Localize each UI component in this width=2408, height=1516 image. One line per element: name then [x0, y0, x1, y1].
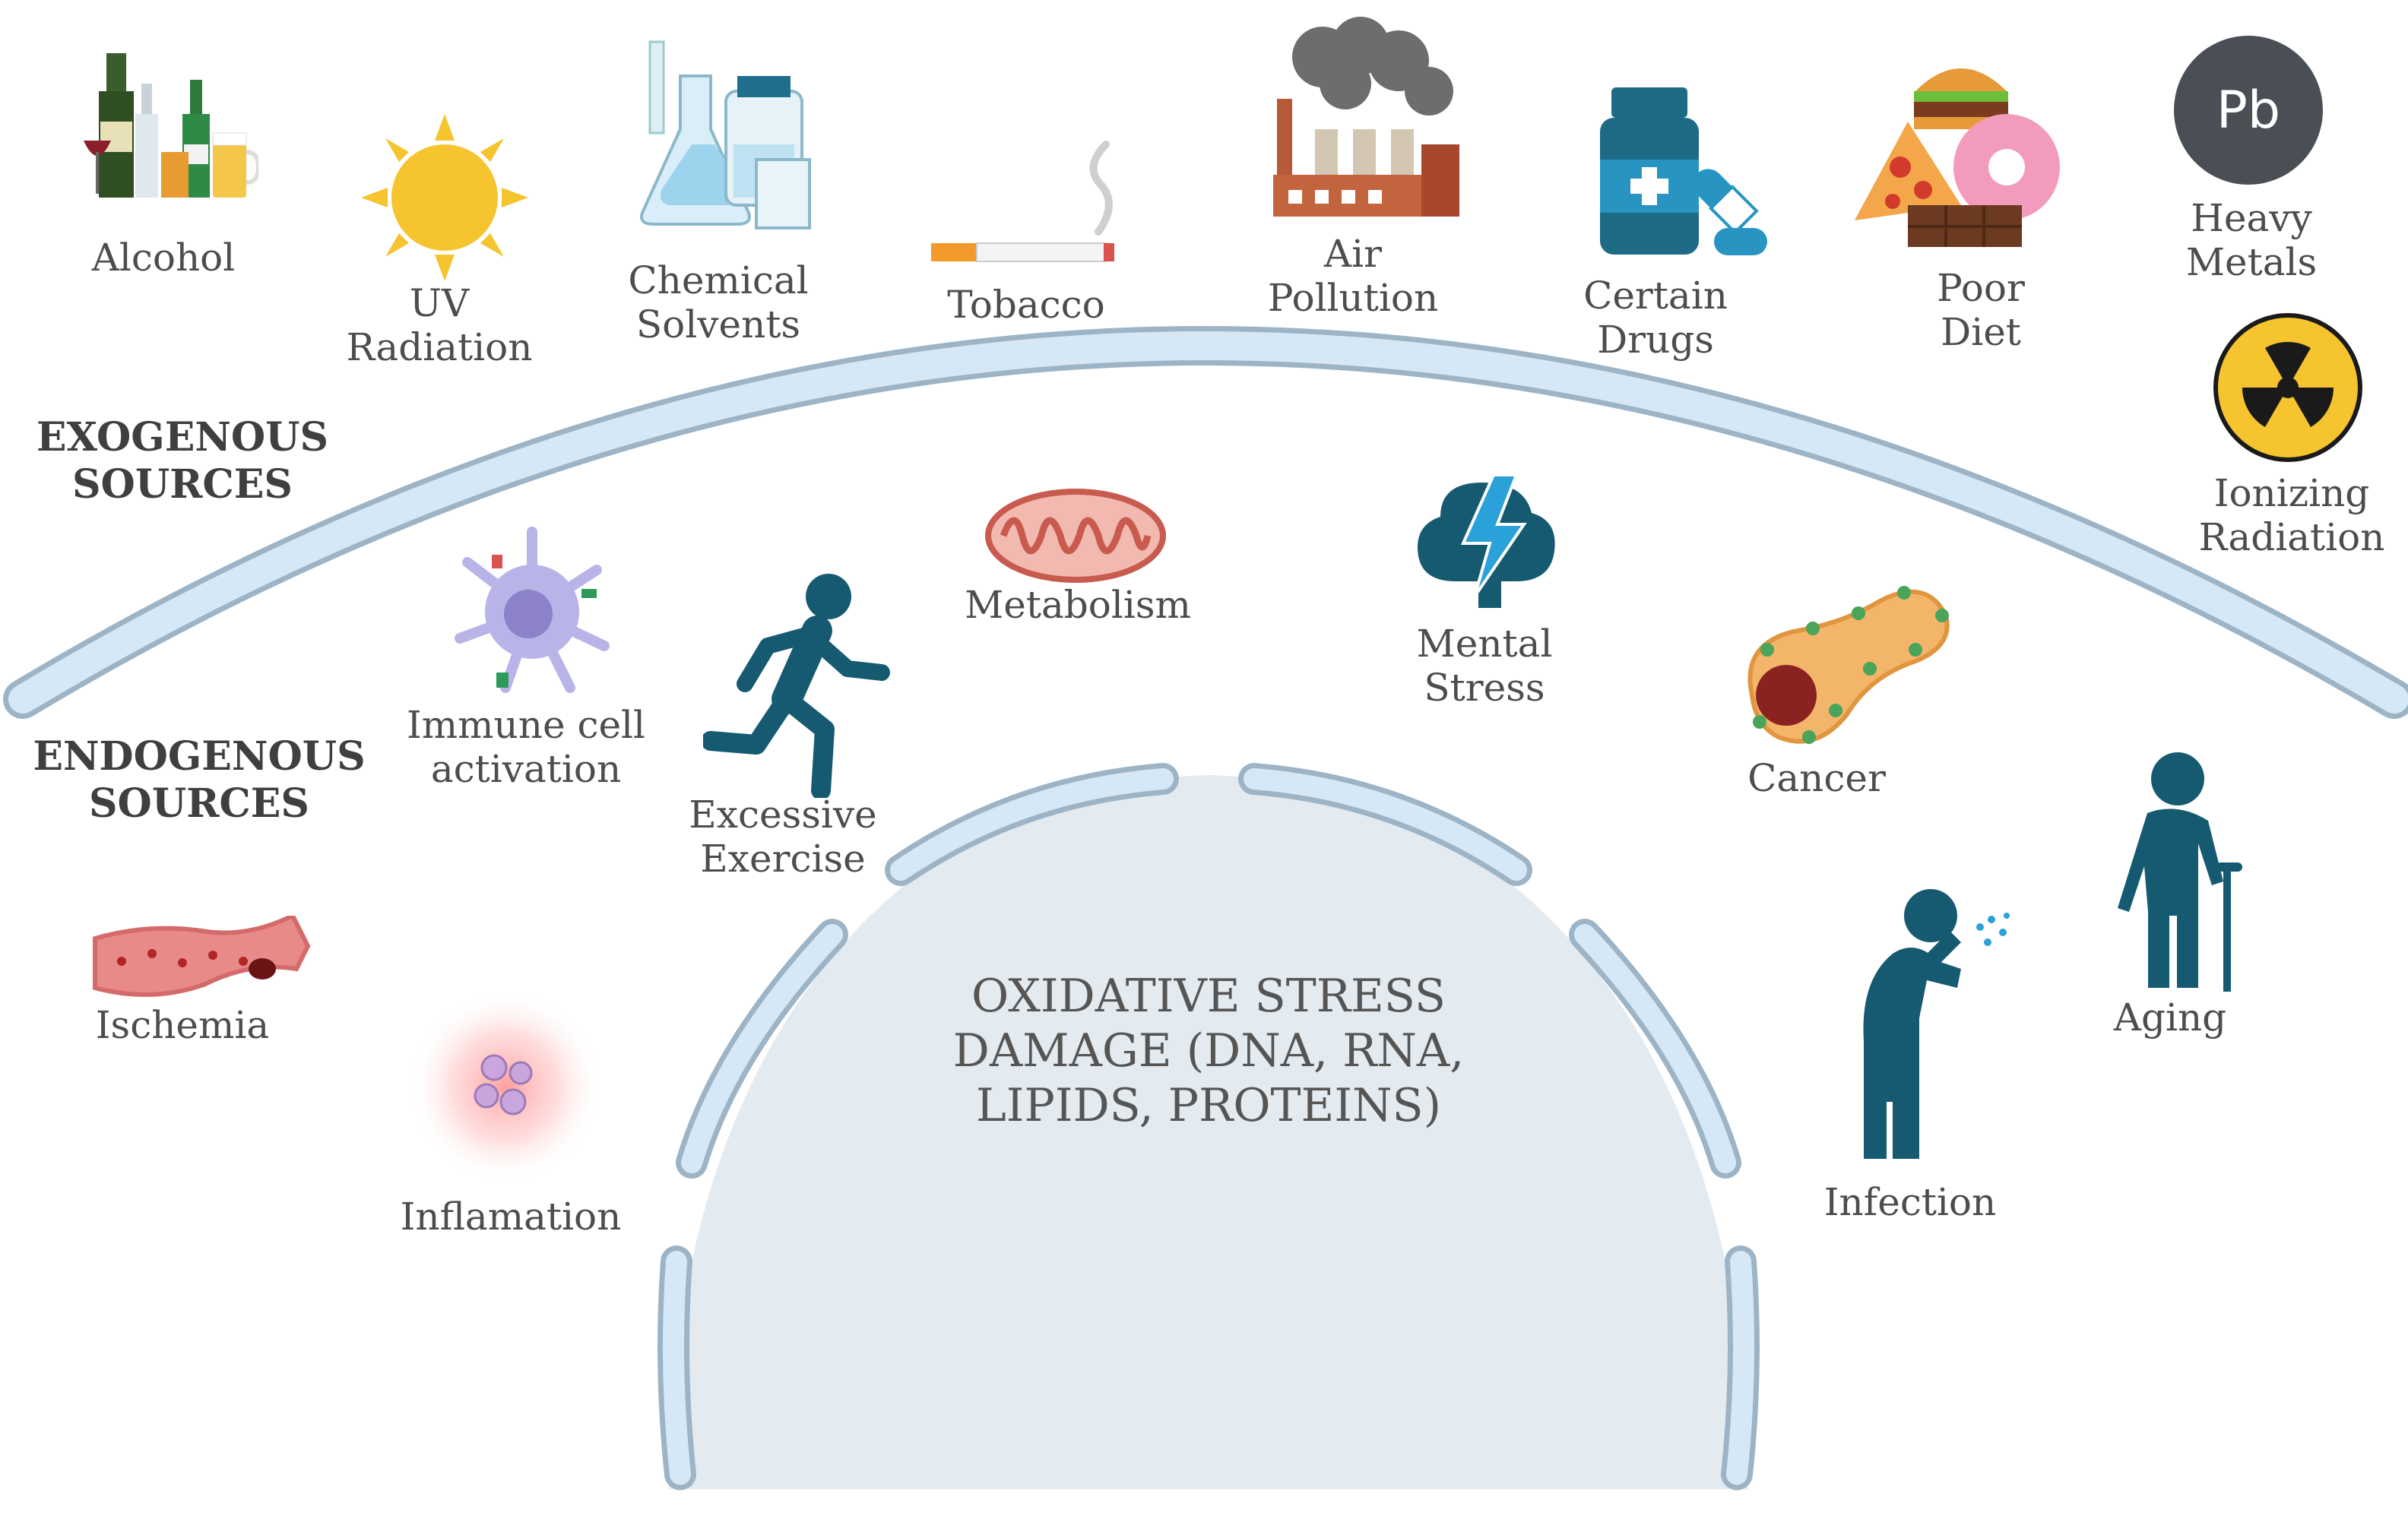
radiation-symbol-icon — [2213, 313, 2362, 462]
sun-icon — [361, 114, 528, 281]
metabolism-label: Metabolism — [965, 583, 1191, 627]
mitochondrion-icon — [985, 489, 1166, 583]
aging-label: Aging — [2113, 995, 2227, 1040]
nucleus — [669, 775, 1748, 1489]
brain-lightning-icon — [1418, 473, 1555, 608]
immune-cell-icon — [455, 527, 610, 693]
junk-food-icon — [1855, 68, 2060, 247]
pancreas-tumor-icon — [1747, 586, 1950, 744]
coughing-person-icon — [1863, 889, 2010, 1159]
inflamed-cells-icon — [408, 989, 603, 1184]
medicine-bottle-icon — [1600, 87, 1767, 255]
cigarette-icon — [931, 141, 1114, 262]
lead-element-icon: Pb — [2174, 36, 2323, 185]
nuclear-envelope — [657, 763, 1760, 1490]
inflamation-label: Inflamation — [400, 1195, 622, 1239]
infection-label: Infection — [1823, 1180, 1997, 1224]
blood-vessel-icon — [93, 916, 311, 997]
cancer-label: Cancer — [1747, 756, 1886, 800]
ischemia-label: Ischemia — [95, 1003, 270, 1047]
svg-text:Pb: Pb — [2216, 81, 2280, 141]
alcohol-label: Alcohol — [91, 236, 236, 280]
runner-icon — [703, 574, 890, 798]
elderly-person-icon — [2118, 752, 2242, 992]
bottles-icon — [84, 53, 258, 198]
factory-icon — [1273, 17, 1459, 217]
tobacco-label: Tobacco — [947, 283, 1105, 327]
flask-icon — [640, 40, 811, 229]
